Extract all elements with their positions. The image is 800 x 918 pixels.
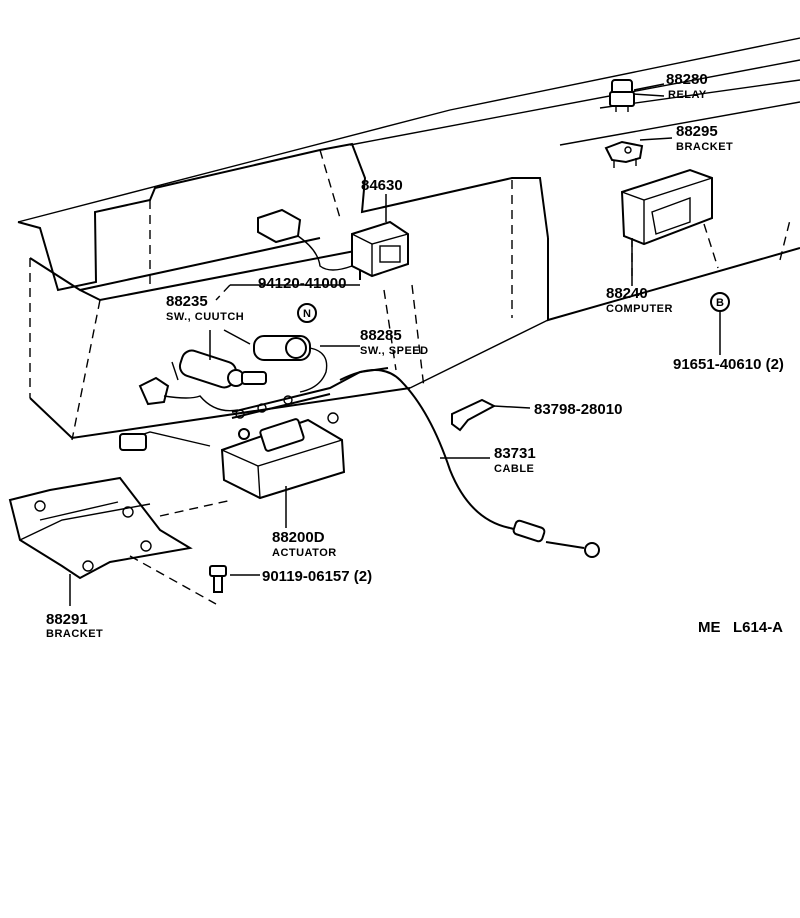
bracket-lower-number: 88291	[46, 611, 88, 628]
callout-clutch-switch: 88235 SW., CUUTCH	[166, 293, 244, 323]
connector-part	[351, 220, 409, 278]
callout-bolt: 90119-06157 (2)	[262, 568, 372, 585]
computer-caption: COMPUTER	[606, 303, 673, 315]
relay-caption: RELAY	[668, 89, 707, 101]
callout-speed-switch: 88285 SW., SPEED	[360, 327, 429, 357]
clutch-switch-caption: SW., CUUTCH	[166, 311, 244, 323]
lower-bracket-part	[8, 476, 233, 605]
bracket-lower-caption: BRACKET	[46, 628, 103, 640]
svg-text:B: B	[716, 297, 724, 309]
callout-computer: 88240 COMPUTER	[606, 285, 673, 315]
relay-part	[609, 79, 635, 112]
bracket-upper-number: 88295	[676, 123, 718, 140]
callout-cable: 83731 CABLE	[494, 445, 536, 475]
marker-b: B	[710, 292, 730, 312]
upper-bracket-part	[604, 140, 644, 168]
cable-part	[339, 369, 600, 558]
computer-part	[620, 168, 719, 276]
clutch-switch-part	[138, 349, 245, 412]
callout-bracket-upper: 88295 BRACKET	[676, 123, 733, 153]
diagram-code: ME L614-A	[698, 619, 783, 636]
speed-switch-caption: SW., SPEED	[360, 345, 429, 357]
callout-bolt-b: 91651-40610 (2)	[673, 356, 784, 373]
bolt-number: 90119-06157 (2)	[262, 568, 372, 585]
callout-clip: 83798-28010	[534, 401, 622, 418]
actuator-caption: ACTUATOR	[272, 547, 337, 559]
cable-caption: CABLE	[494, 463, 534, 475]
bolt-b-number: 91651-40610 (2)	[673, 356, 784, 373]
leader-lines	[69, 83, 673, 606]
harness-plug	[257, 208, 353, 271]
callout-bracket-lower: 88291 BRACKET	[46, 611, 103, 640]
clutch-switch-number: 88235	[166, 293, 208, 310]
callout-relay: 88280 RELAY	[666, 71, 708, 101]
actuator-part	[119, 412, 346, 500]
computer-number: 88240	[606, 285, 648, 302]
cable-number: 83731	[494, 445, 536, 462]
bracket-upper-caption: BRACKET	[676, 141, 733, 153]
speed-switch-number: 88285	[360, 327, 402, 344]
body-panel	[17, 37, 800, 441]
actuator-number: 88200D	[272, 529, 325, 546]
bolt-part	[209, 565, 227, 593]
callout-nut: 94120-41000	[258, 275, 346, 292]
nut-number: 94120-41000	[258, 275, 346, 292]
clip-part	[451, 398, 497, 432]
callout-connector: 84630	[361, 177, 403, 194]
connector-number: 84630	[361, 177, 403, 194]
clip-number: 83798-28010	[534, 401, 622, 418]
relay-number: 88280	[666, 71, 708, 88]
marker-n: N	[297, 303, 317, 323]
svg-text:N: N	[303, 308, 311, 320]
callout-actuator: 88200D ACTUATOR	[272, 529, 337, 559]
speed-switch-part	[241, 335, 328, 393]
